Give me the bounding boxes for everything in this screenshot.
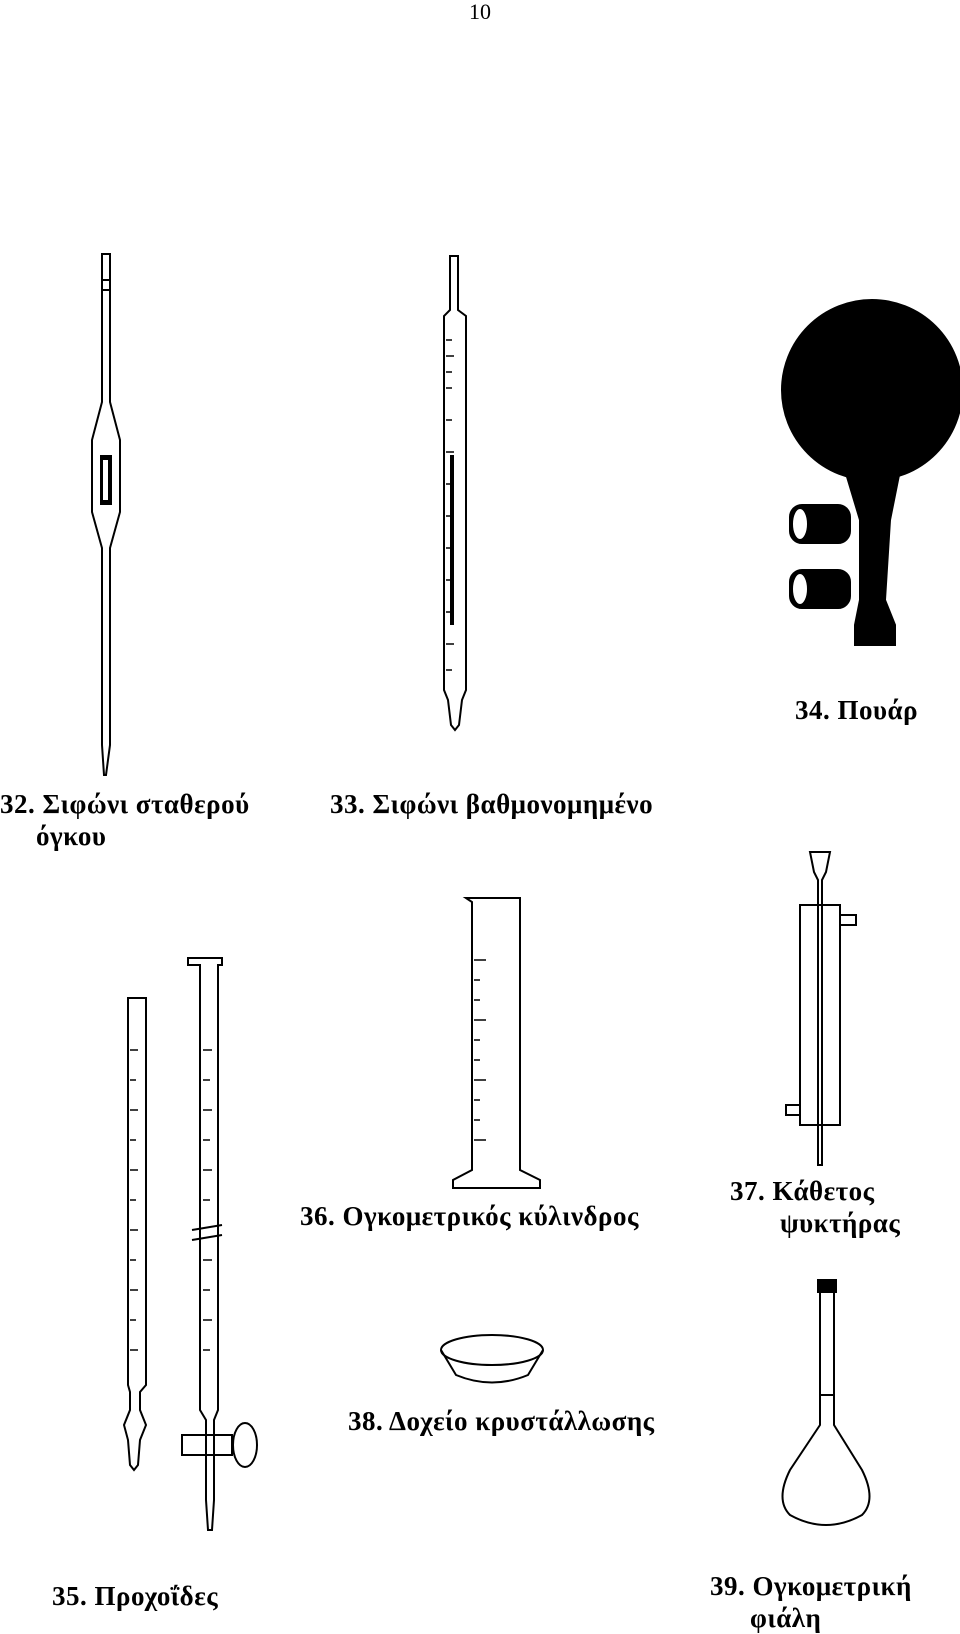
caption-burettes: 35. Προχοΐδες xyxy=(52,1581,219,1611)
pipette-bulb-illustration xyxy=(781,299,960,646)
page-number: 10 xyxy=(469,0,491,24)
graduated-pipette-illustration xyxy=(443,255,467,732)
caption-reflux-condenser: 37. Κάθετος ψυκτήρας xyxy=(730,1176,901,1238)
caption-volumetric-pipette: 32. Σιφώνι σταθερού όγκου xyxy=(0,789,250,851)
caption-volumetric-flask: 39. Ογκομετρική φιάλη xyxy=(710,1571,912,1633)
reflux-condenser-illustration xyxy=(785,851,857,1166)
volumetric-flask-illustration xyxy=(781,1279,871,1526)
burette-illustration-stopcock xyxy=(181,957,258,1531)
caption-graduated-cylinder: 36. Ογκομετρικός κύλινδρος xyxy=(300,1201,639,1231)
graduated-cylinder-illustration xyxy=(452,897,541,1189)
crystallizing-dish-illustration xyxy=(440,1334,544,1384)
burette-illustration-small xyxy=(122,997,148,1472)
caption-graduated-pipette: 33. Σιφώνι βαθμονομημένο xyxy=(330,789,654,819)
volumetric-pipette-illustration xyxy=(91,253,121,776)
caption-crystallizing-dish: 38. Δοχείο κρυστάλλωσης xyxy=(348,1406,655,1436)
caption-pipette-bulb: 34. Πουάρ xyxy=(795,695,919,725)
